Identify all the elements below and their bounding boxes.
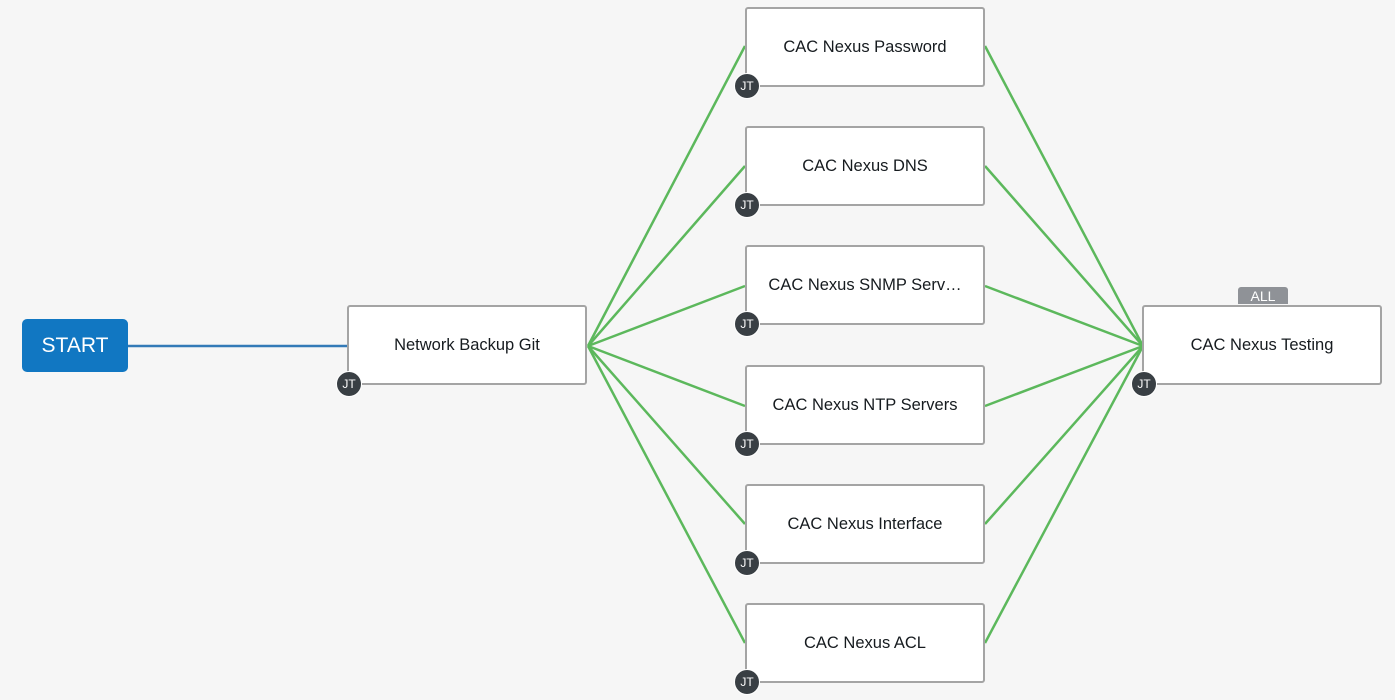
node-label: CAC Nexus Testing [1190,335,1334,354]
start-label: START [41,333,109,357]
link-backup-to-acl[interactable] [586,345,747,644]
node-cac-nexus-testing[interactable]: ALL CAC Nexus Testing JT [1131,287,1382,397]
link-acl-to-testing[interactable] [983,345,1145,644]
job-template-badge: JT [336,371,362,397]
job-template-badge: JT [734,431,760,457]
job-template-badge: JT [734,192,760,218]
node-cac-nexus-acl[interactable]: CAC Nexus ACL JT [734,603,985,695]
link-backup-to-ntp[interactable] [587,344,746,408]
link-backup-to-snmp[interactable] [587,284,746,348]
node-cac-nexus-ntp[interactable]: CAC Nexus NTP Servers JT [734,365,985,457]
link-interface-to-testing[interactable] [984,345,1144,525]
node-cac-nexus-password[interactable]: CAC Nexus Password JT [734,7,985,99]
start-node[interactable]: START [22,319,128,372]
node-label: CAC Nexus Interface [787,514,943,533]
node-label: CAC Nexus DNS [802,156,928,175]
node-cac-nexus-dns[interactable]: CAC Nexus DNS JT [734,126,985,218]
link-backup-to-dns[interactable] [587,165,746,347]
node-cac-nexus-snmp[interactable]: CAC Nexus SNMP Serv… JT [734,245,985,337]
link-ntp-to-testing[interactable] [984,344,1144,408]
convergence-all-tag: ALL [1238,287,1288,304]
link-backup-to-interface[interactable] [587,345,746,525]
job-template-badge: JT [734,669,760,695]
node-label: Network Backup Git [394,335,540,354]
node-label: CAC Nexus Password [783,37,947,56]
node-label: CAC Nexus ACL [804,633,926,652]
node-cac-nexus-interface[interactable]: CAC Nexus Interface JT [734,484,985,576]
job-template-badge: JT [1131,371,1157,397]
node-label: CAC Nexus NTP Servers [772,395,958,414]
job-template-badge: JT [734,311,760,337]
node-network-backup-git[interactable]: Network Backup Git JT [336,305,587,397]
job-template-badge: JT [734,73,760,99]
link-backup-to-password[interactable] [586,45,747,347]
link-snmp-to-testing[interactable] [984,284,1144,348]
job-template-badge: JT [734,550,760,576]
node-label: CAC Nexus SNMP Serv… [768,275,962,294]
link-password-to-testing[interactable] [983,45,1145,347]
link-dns-to-testing[interactable] [984,165,1144,347]
